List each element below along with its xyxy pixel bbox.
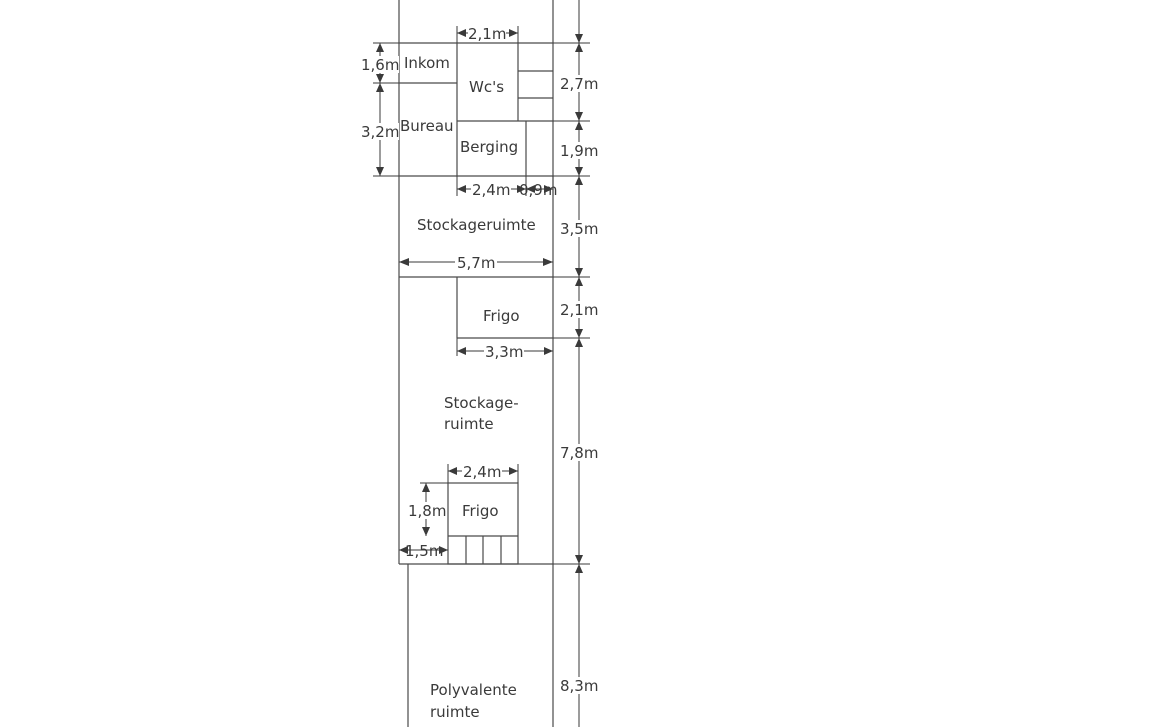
room-label-stockage-line2: ruimte [444,415,494,433]
dim-label-right-polyvalente: 8,3m [560,677,598,695]
room-label-frigo-2: Frigo [462,502,499,520]
dim-label-inkom-height: 1,6m [361,56,399,74]
room-label-stockage-line1: Stockage- [444,394,519,412]
dimension-lines [373,0,590,727]
room-label-inkom: Inkom [404,54,450,72]
dim-label-frigo-width: 3,3m [485,343,523,361]
dimension-labels: 2,1m 1,6m 3,2m 2,7m 1,9m 3,5m 2,1m 7,8m … [361,25,599,695]
dim-label-frigo2-width: 2,4m [463,463,501,481]
room-label-stockageruimte: Stockageruimte [417,216,536,234]
room-label-polyvalente-line2: ruimte [430,703,480,721]
dim-label-bureau-height: 3,2m [361,123,399,141]
dim-label-right-stockage2: 7,8m [560,444,598,462]
room-label-bureau: Bureau [400,117,454,135]
dim-label-stockage-width: 5,7m [457,254,495,272]
room-label-wcs: Wc's [469,78,504,96]
dim-label-right-stockage: 3,5m [560,220,598,238]
room-labels: Inkom Wc's Bureau Berging Stockageruimte… [400,54,536,721]
dim-label-right-frigo: 2,1m [560,301,598,319]
dim-label-berging-width: 2,4m [472,181,510,199]
dim-label-right-berging: 1,9m [560,142,598,160]
dim-label-small-width: 0,9m [519,181,557,199]
room-label-berging: Berging [460,138,518,156]
dim-label-frigo2-offset: 1,5m [405,542,443,560]
dim-label-frigo2-height: 1,8m [408,502,446,520]
walls [398,0,554,727]
dim-label-right-wc: 2,7m [560,75,598,93]
dim-label-wc-width: 2,1m [468,25,506,43]
room-label-polyvalente-line1: Polyvalente [430,681,517,699]
room-label-frigo-1: Frigo [483,307,520,325]
